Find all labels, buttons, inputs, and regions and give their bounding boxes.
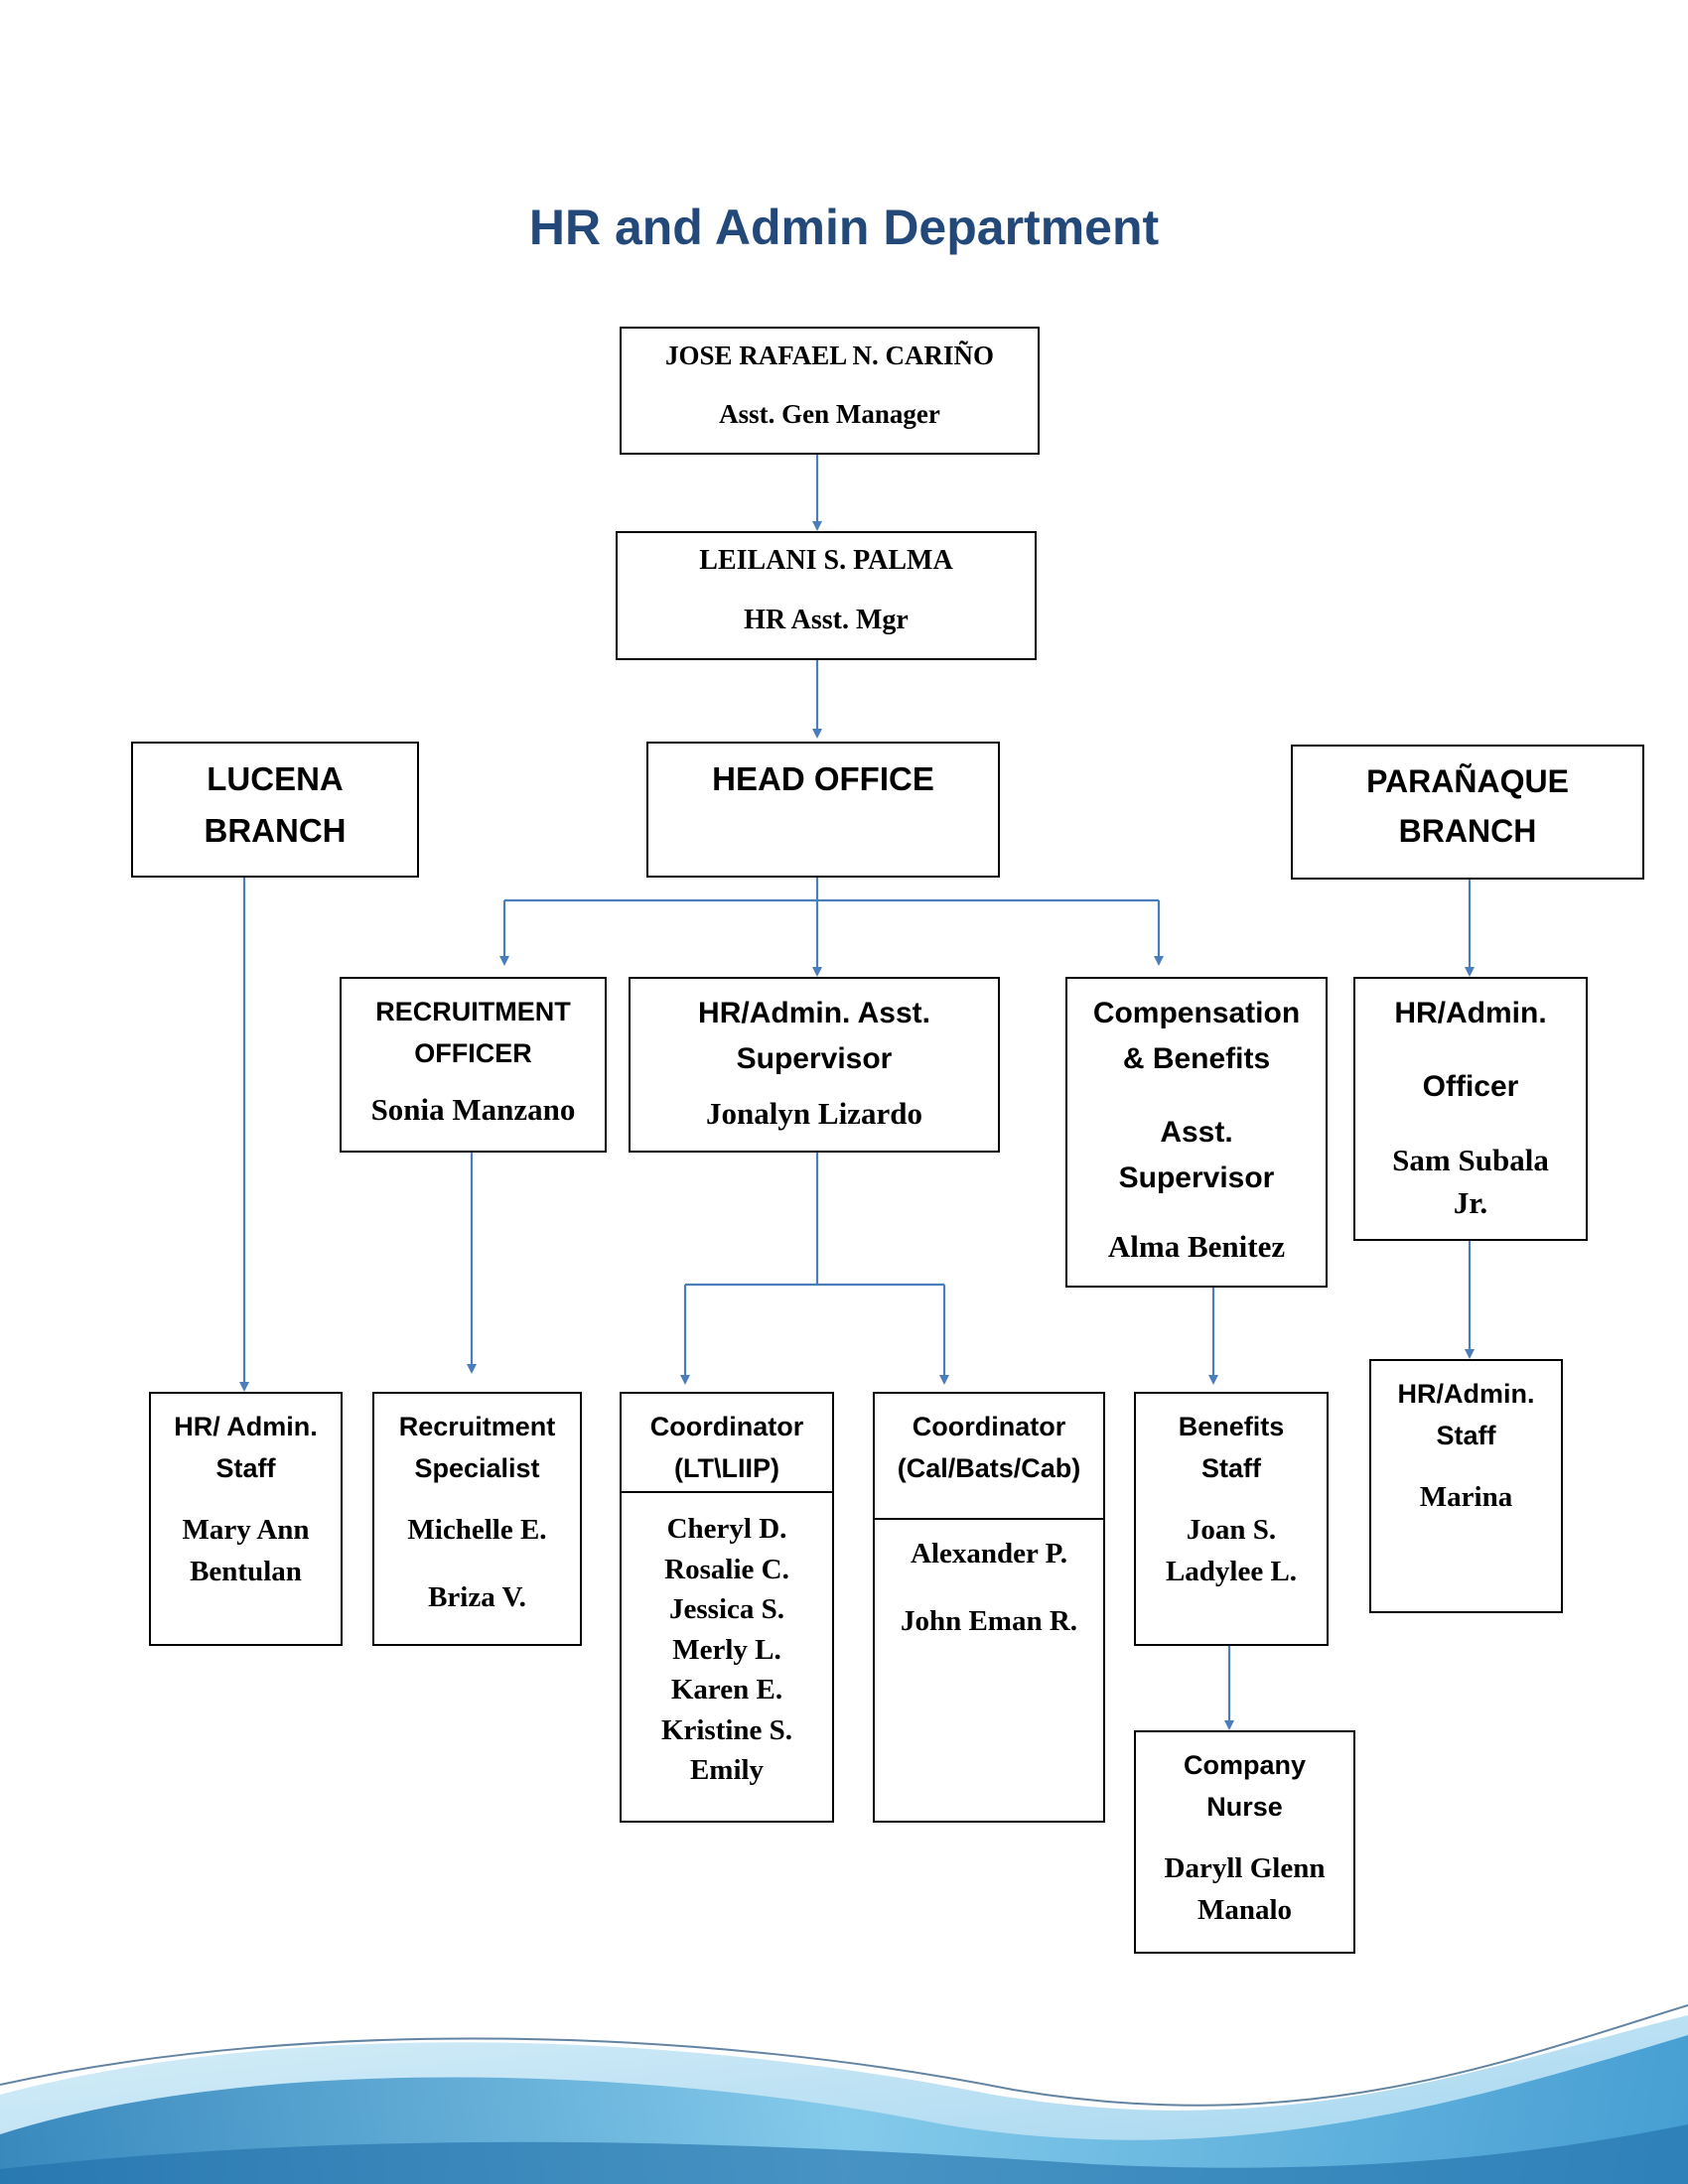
node-name: Rosalie C.	[664, 1553, 789, 1585]
node-name: Cheryl D.	[666, 1513, 787, 1545]
node-label: LUCENA	[207, 760, 344, 797]
node-hr-admin-asst-supervisor: HR/Admin. Asst. Supervisor Jonalyn Lizar…	[629, 977, 1000, 1153]
node-role: HR Asst. Mgr	[744, 605, 909, 635]
node-name: Sonia Manzano	[370, 1092, 576, 1127]
node-head-office: HEAD OFFICE	[646, 742, 1000, 878]
node-lucena-branch: LUCENA BRANCH	[131, 742, 419, 878]
node-role: Company	[1183, 1750, 1307, 1780]
node-name: Briza V.	[428, 1581, 526, 1613]
node-recruitment-officer: RECRUITMENT OFFICER Sonia Manzano	[340, 977, 607, 1153]
node-label: PARAÑAQUE	[1366, 763, 1569, 799]
node-role: Benefits	[1178, 1412, 1285, 1441]
node-role: HR/ Admin.	[174, 1412, 318, 1441]
node-role: (LT\LIIP)	[674, 1453, 779, 1483]
node-role: Asst. Gen Manager	[719, 399, 940, 429]
node-name: Ladylee L.	[1165, 1556, 1298, 1587]
node-name: Sam Subala	[1392, 1143, 1549, 1177]
node-hr-asst-mgr: LEILANI S. PALMA HR Asst. Mgr	[616, 531, 1037, 660]
node-asst-gen-manager: JOSE RAFAEL N. CARIÑO Asst. Gen Manager	[620, 327, 1040, 455]
node-compensation-benefits: Compensation & Benefits Asst. Supervisor…	[1065, 977, 1328, 1288]
node-paranaque-hr-officer: HR/Admin. Officer Sam Subala Jr.	[1353, 977, 1588, 1241]
node-name: JOSE RAFAEL N. CARIÑO	[664, 341, 995, 370]
node-name: Mary Ann	[182, 1514, 310, 1546]
node-role: (Cal/Bats/Cab)	[897, 1453, 1081, 1483]
node-role: Coordinator	[649, 1412, 804, 1441]
node-role: Specialist	[414, 1453, 540, 1483]
coordinator-name-list: Cheryl D. Rosalie C. Jessica S. Merly L.…	[622, 1509, 832, 1791]
node-divider	[875, 1518, 1103, 1520]
node-lucena-hr-staff: HR/ Admin. Staff Mary Ann Bentulan	[149, 1392, 343, 1646]
node-role: Staff	[1436, 1421, 1496, 1450]
node-label: BRANCH	[204, 812, 347, 849]
node-benefits-staff: Benefits Staff Joan S. Ladylee L.	[1134, 1392, 1329, 1646]
node-name: Alexander P.	[911, 1538, 1067, 1570]
node-role: HR/Admin. Asst.	[698, 997, 930, 1029]
node-name: Manalo	[1196, 1894, 1293, 1926]
node-name: Merly L.	[672, 1633, 781, 1666]
node-name: Jessica S.	[669, 1593, 784, 1625]
node-role: HR/Admin.	[1397, 1379, 1535, 1409]
node-role: Asst.	[1160, 1116, 1233, 1149]
node-name: Emily	[689, 1754, 765, 1786]
node-coordinator-cal-bats-cab: Coordinator (Cal/Bats/Cab) Alexander P. …	[873, 1392, 1105, 1823]
node-label: BRANCH	[1398, 813, 1537, 849]
node-coordinator-lt-liip: Coordinator (LT\LIIP) Cheryl D. Rosalie …	[620, 1392, 834, 1823]
node-name: Alma Benitez	[1107, 1229, 1286, 1264]
page-title: HR and Admin Department	[528, 200, 1160, 255]
node-role: Compensation	[1092, 997, 1301, 1029]
node-name: Daryll Glenn	[1164, 1852, 1326, 1884]
node-name: Michelle E.	[407, 1514, 547, 1546]
node-role: HR/Admin.	[1394, 997, 1547, 1029]
node-divider	[622, 1491, 832, 1493]
node-role: Recruitment	[398, 1412, 556, 1441]
node-role: & Benefits	[1122, 1042, 1271, 1075]
node-role: Staff	[215, 1453, 276, 1483]
node-name: Karen E.	[670, 1674, 783, 1706]
node-name: John Eman R.	[900, 1605, 1078, 1637]
decorative-wave-footer	[0, 2004, 1688, 2184]
node-name: Joan S.	[1186, 1514, 1277, 1546]
node-role: OFFICER	[414, 1038, 532, 1068]
node-role: Supervisor	[736, 1042, 893, 1075]
node-name: LEILANI S. PALMA	[699, 545, 953, 576]
node-name: Marina	[1419, 1481, 1513, 1513]
node-role: RECRUITMENT	[375, 997, 571, 1026]
node-company-nurse: Company Nurse Daryll Glenn Manalo	[1134, 1730, 1355, 1954]
node-role: Officer	[1422, 1070, 1519, 1103]
node-recruitment-specialist: Recruitment Specialist Michelle E. Briza…	[372, 1392, 582, 1646]
node-name: Jr.	[1453, 1185, 1488, 1220]
node-name: Bentulan	[190, 1556, 302, 1587]
node-role: Nurse	[1206, 1792, 1283, 1822]
node-paranaque-hr-staff: HR/Admin. Staff Marina	[1369, 1359, 1563, 1613]
node-role: Supervisor	[1118, 1161, 1275, 1194]
node-name: Jonalyn Lizardo	[706, 1096, 922, 1131]
node-label: HEAD OFFICE	[712, 760, 934, 797]
node-role: Staff	[1201, 1453, 1261, 1483]
node-role: Coordinator	[912, 1412, 1066, 1441]
node-paranaque-branch: PARAÑAQUE BRANCH	[1291, 745, 1644, 880]
node-name: Kristine S.	[660, 1713, 793, 1746]
